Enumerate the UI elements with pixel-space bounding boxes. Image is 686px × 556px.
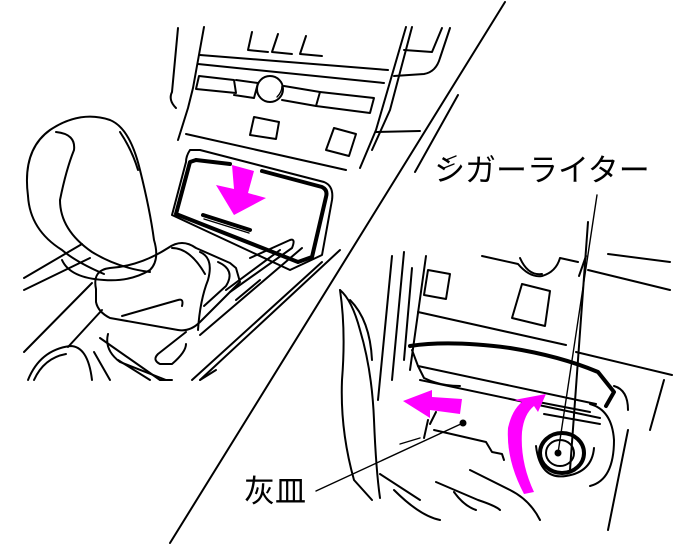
ashtray-leader <box>315 422 464 492</box>
panel-divider <box>169 1 506 544</box>
knob <box>256 75 284 103</box>
flip-up-arrow <box>507 394 546 494</box>
cigarette-lighter-label: シガーライター <box>434 153 650 189</box>
press-down-arrow <box>216 165 266 215</box>
lighter-socket <box>538 431 586 475</box>
lighter-leader <box>557 194 598 454</box>
right-panel <box>315 194 673 531</box>
ashtray-label: 灰皿 <box>244 474 306 510</box>
left-panel <box>23 26 459 381</box>
pull-out-arrow <box>403 390 462 418</box>
